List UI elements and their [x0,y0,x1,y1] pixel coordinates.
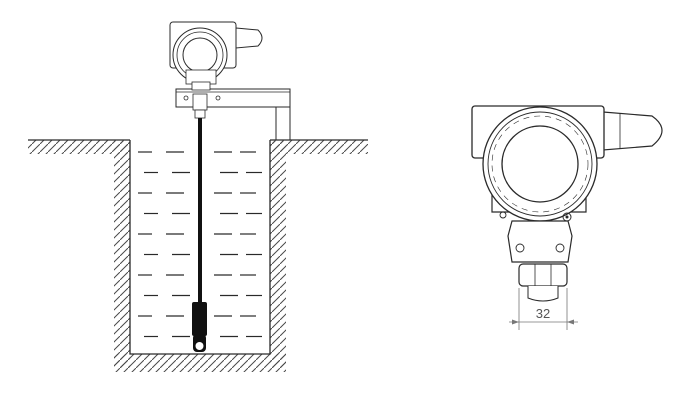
transmitter-housing-small [169,21,263,91]
display-window [501,125,579,203]
mounting-bracket [175,88,291,140]
cable-gland [602,111,663,151]
pit [114,140,286,372]
submersible-probe [192,302,207,352]
housing-neck [507,220,573,263]
hex-nut [518,263,568,287]
liquid-level-lines [138,151,262,338]
transmitter-front-view: 32 [471,105,663,330]
dimension-label: 32 [536,306,550,321]
ground-right [270,139,368,154]
width-dimension: 32 [509,288,578,330]
ground-left [28,139,130,154]
installation-diagram [28,21,368,372]
